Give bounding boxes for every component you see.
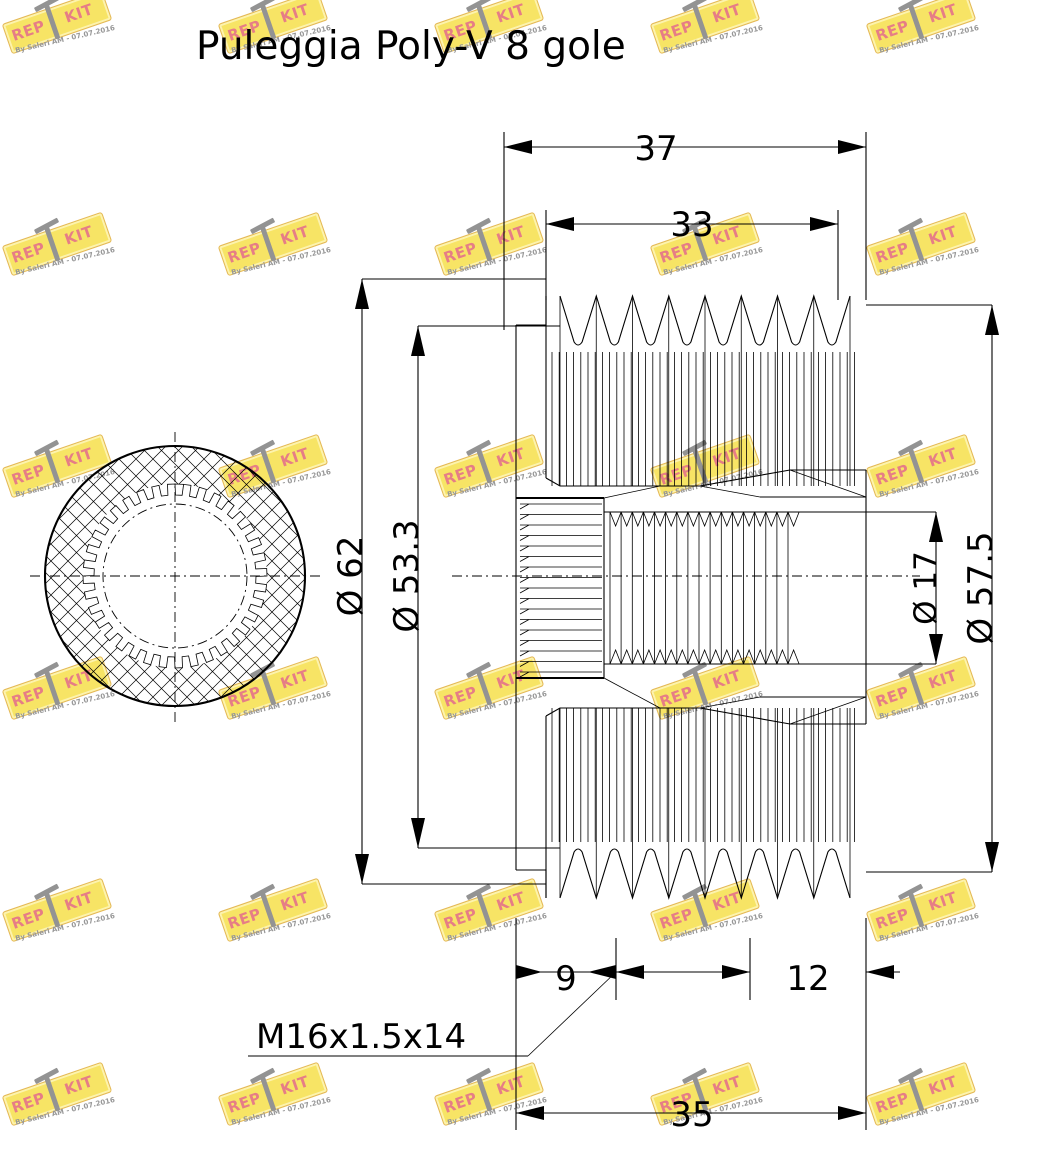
dimension-label-grooved-width: 33 [670,205,713,245]
internal-spline-bore [609,511,800,665]
dimension-label-outer-diameter: Ø 62 [331,536,371,617]
page-title: Puleggia Poly-V 8 gole [196,24,626,69]
dimension-lines [248,132,999,1130]
internal-thread-profile [519,503,602,678]
poly-v-grooves-top [559,294,851,486]
dimension-label-body-length: 35 [670,1095,713,1135]
dimension-label-groove-diameter: Ø 53.3 [387,519,427,632]
groove-flank-lines-bottom [551,708,855,842]
dimension-label-bore-diameter: Ø 17 [908,551,944,625]
thread-spec-label: M16x1.5x14 [256,1017,466,1057]
side-view-body [452,294,920,900]
dimension-label-thread-depth: 9 [555,959,577,999]
dimension-label-hub-length: 12 [786,959,829,999]
poly-v-grooves-bottom [559,708,851,900]
section-view-circle [30,432,322,722]
dimension-label-overall-width: 37 [634,129,677,169]
groove-flank-lines-top [551,352,855,486]
dimension-text: 37 33 Ø 62 Ø 53.3 Ø 17 Ø 57.5 9 12 35 M1… [256,129,1001,1135]
dimension-label-flange-diameter: Ø 57.5 [961,531,1001,644]
spline-teeth-profile [82,483,268,669]
